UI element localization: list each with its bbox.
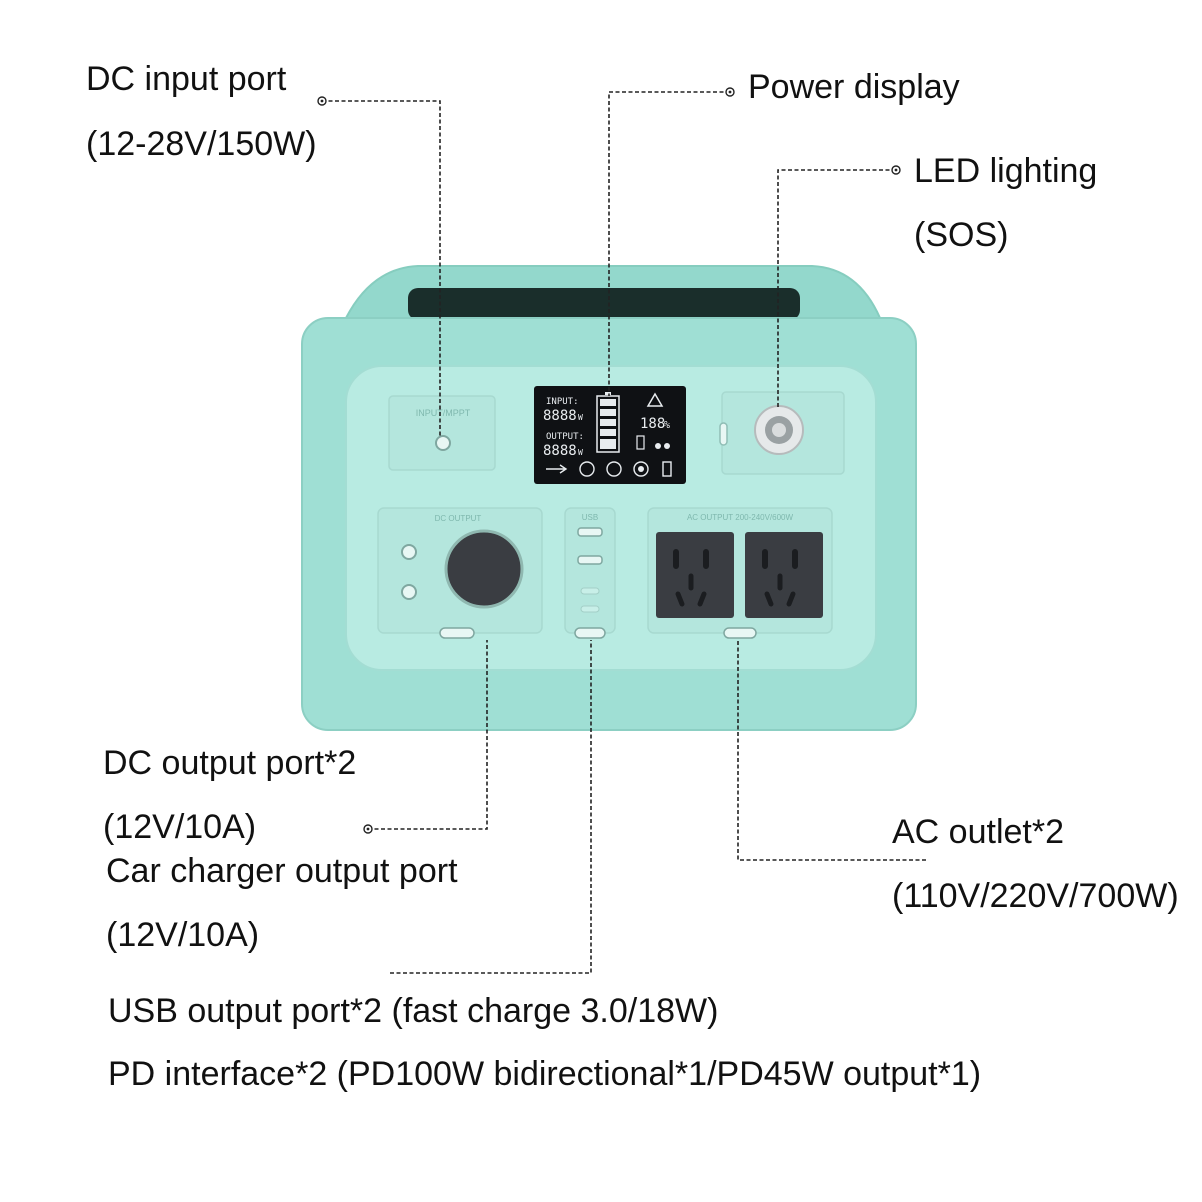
power-display-title: Power display xyxy=(748,68,960,106)
dc-input-title: DC input port xyxy=(86,60,287,98)
dc-output-port-2[interactable] xyxy=(401,584,417,600)
usb-symbol-icon xyxy=(546,464,568,474)
usb-output-title: USB output port*2 (fast charge 3.0/18W) xyxy=(108,992,719,1030)
pd-port-2[interactable] xyxy=(580,605,600,613)
car-charger-port[interactable] xyxy=(444,529,524,609)
battery-small-icon xyxy=(636,435,645,450)
usb-port-1[interactable] xyxy=(577,527,603,537)
fan-icon xyxy=(606,461,622,477)
dc-output-detail: (12V/10A) xyxy=(103,808,257,846)
leader-usb xyxy=(390,640,592,974)
leader-power-display xyxy=(608,91,730,396)
dc-output-panel-label: DC OUTPUT xyxy=(435,514,482,523)
charging-icon xyxy=(662,461,672,477)
display-input-label: INPUT: xyxy=(546,397,579,407)
leader-dc-output xyxy=(368,640,488,830)
dc-output-title: DC output port*2 xyxy=(103,744,357,782)
thermometer-icon xyxy=(655,443,661,449)
usb-port-2[interactable] xyxy=(577,555,603,565)
ac-outlet-detail: (110V/220V/700W) xyxy=(892,877,1179,915)
display-percent-value: 188 xyxy=(640,416,665,432)
pd-port-1[interactable] xyxy=(580,587,600,595)
ac-output-button[interactable] xyxy=(723,627,757,639)
handle-slot xyxy=(408,288,800,320)
display-output-label: OUTPUT: xyxy=(546,432,584,442)
ac-socket-2[interactable] xyxy=(745,532,823,618)
dc-input-panel xyxy=(388,395,496,471)
ac-socket-1[interactable] xyxy=(656,532,734,618)
ac-wave-icon xyxy=(579,461,595,477)
dc-input-port[interactable] xyxy=(435,435,451,451)
leader-dc-input xyxy=(322,100,441,438)
display-percent-unit: % xyxy=(664,420,670,431)
led-lighting-detail: (SOS) xyxy=(914,216,1009,254)
led-indicator xyxy=(719,422,728,446)
leader-led-lighting xyxy=(777,169,896,408)
leader-ac-outlet xyxy=(737,640,926,861)
thermometer-icon-2 xyxy=(664,443,670,449)
display-input-unit: W xyxy=(578,413,583,422)
display-output-value: 8888 xyxy=(543,443,577,459)
usb-panel xyxy=(564,507,616,634)
ac-outlet-title: AC outlet*2 xyxy=(892,813,1064,851)
led-lighting-title: LED lighting xyxy=(914,152,1098,190)
car-charger-detail: (12V/10A) xyxy=(106,916,260,954)
usb-button[interactable] xyxy=(574,627,606,639)
car-charger-title: Car charger output port xyxy=(106,852,458,890)
ac-panel-label: AC OUTPUT 200-240V/600W xyxy=(687,513,794,522)
battery-gauge-icon xyxy=(596,392,620,453)
display-input-value: 8888 xyxy=(543,408,577,424)
dc-output-port-1[interactable] xyxy=(401,544,417,560)
display-output-unit: W xyxy=(578,448,583,457)
usb-panel-label: USB xyxy=(582,513,598,522)
led-lamp-center xyxy=(772,423,786,437)
warning-icon xyxy=(646,392,664,407)
light-icon-dot xyxy=(638,466,644,472)
pd-interface-title: PD interface*2 (PD100W bidirectional*1/P… xyxy=(108,1055,982,1093)
dc-output-button[interactable] xyxy=(439,627,475,639)
dc-input-detail: (12-28V/150W) xyxy=(86,125,317,163)
light-icon xyxy=(633,461,649,477)
dc-input-panel-label: INPUT/MPPT xyxy=(416,408,471,418)
